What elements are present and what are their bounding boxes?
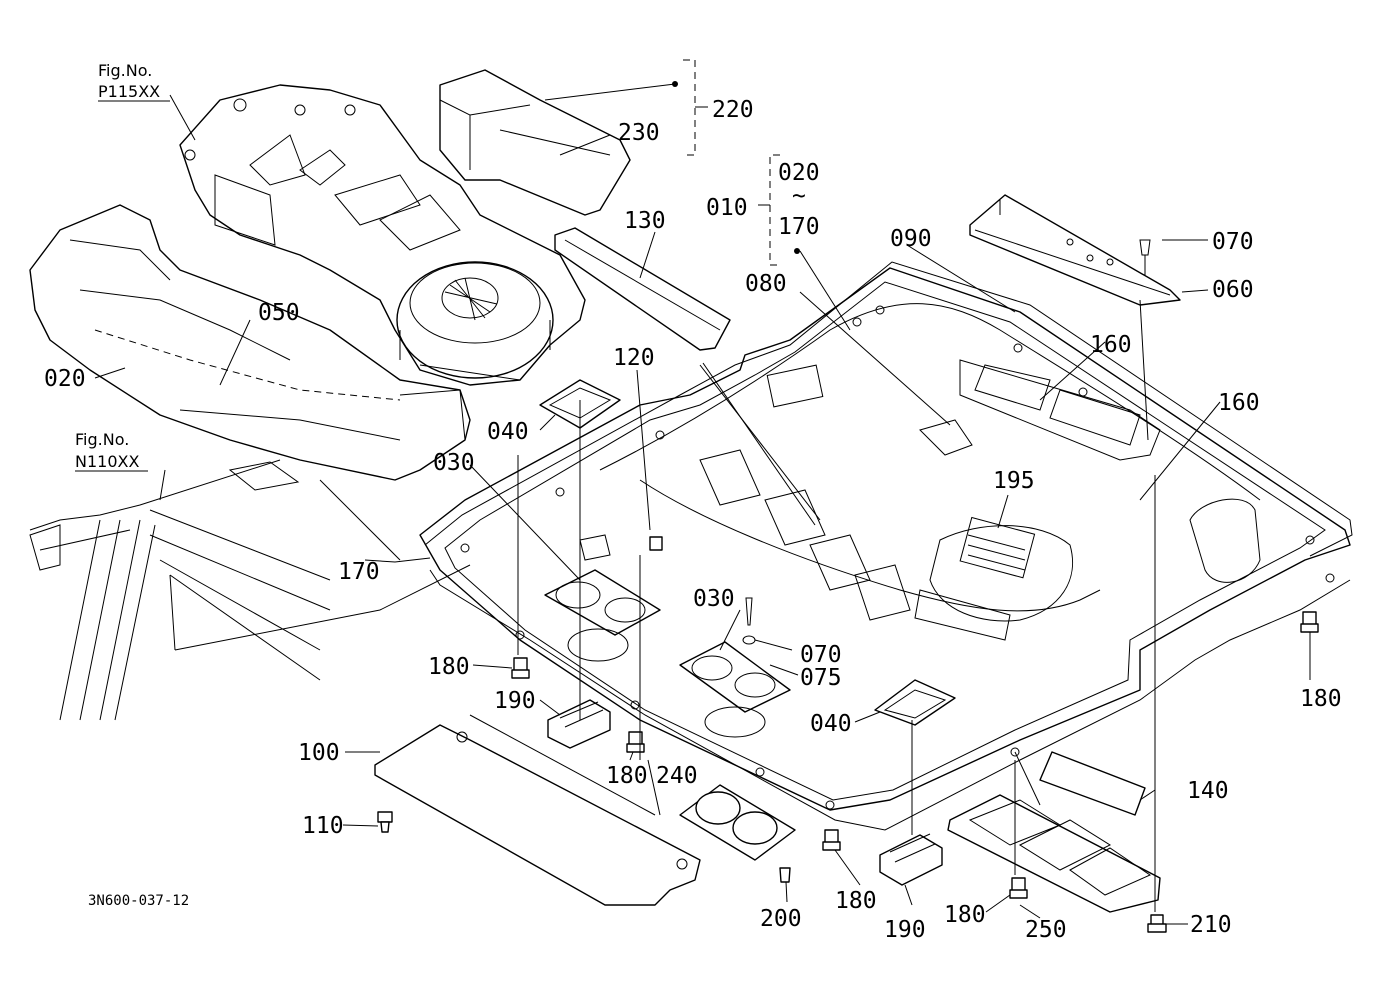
fig-ref-p115xx[interactable]: Fig.No. P115XX <box>98 61 170 102</box>
callout-180-a[interactable]: 180 <box>428 654 470 680</box>
leader-lines <box>94 83 1311 925</box>
group-range-start[interactable]: 020 <box>778 160 820 186</box>
switch-190b-part <box>879 833 943 886</box>
speaker-240-part <box>679 784 796 861</box>
headliner-frame-part <box>424 261 1353 831</box>
callout-180-e[interactable]: 180 <box>1300 686 1342 712</box>
callout-075[interactable]: 075 <box>800 665 842 691</box>
callout-200[interactable]: 200 <box>760 906 802 932</box>
callout-090[interactable]: 090 <box>890 226 932 252</box>
fig-ref-n110xx-title: Fig.No. <box>75 430 129 449</box>
bolt-070-part <box>1139 239 1151 275</box>
duct-230-part <box>439 69 631 216</box>
callout-070-lower[interactable]: 070 <box>800 642 842 668</box>
callouts: 230 130 090 070 060 080 050 020 120 160 … <box>44 120 1342 943</box>
fastener-180e-part <box>1300 611 1319 633</box>
screw-110-part <box>377 811 393 833</box>
sun-visor-100-part <box>374 724 701 906</box>
fastener-180b-part <box>626 731 645 753</box>
callout-210[interactable]: 210 <box>1190 912 1232 938</box>
drawing-code: 3N600-037-12 <box>88 893 189 909</box>
callout-120[interactable]: 120 <box>613 345 655 371</box>
duct-130-part <box>554 227 731 351</box>
screw-200-part <box>779 867 791 883</box>
switch-190a-part <box>547 699 611 749</box>
fig-ref-n110xx-number: N110XX <box>75 452 139 471</box>
screw-210-part <box>1147 914 1167 933</box>
callout-195[interactable]: 195 <box>993 468 1035 494</box>
callout-160-lower[interactable]: 160 <box>1218 390 1260 416</box>
callout-030-upper[interactable]: 030 <box>433 450 475 476</box>
callout-050[interactable]: 050 <box>258 300 300 326</box>
callout-040-upper[interactable]: 040 <box>487 419 529 445</box>
pad-030b-part <box>679 641 791 738</box>
headliner-part <box>419 267 1351 811</box>
nut-120-part <box>649 536 663 551</box>
callout-140[interactable]: 140 <box>1187 778 1229 804</box>
callout-100[interactable]: 100 <box>298 740 340 766</box>
callout-180-b[interactable]: 180 <box>606 763 648 789</box>
bracket-010 <box>758 154 800 266</box>
callout-160-upper[interactable]: 160 <box>1090 332 1132 358</box>
fig-ref-p115xx-title: Fig.No. <box>98 61 152 80</box>
panel-060-part <box>969 194 1181 306</box>
group-label-010[interactable]: 010 <box>706 195 748 221</box>
callout-020[interactable]: 020 <box>44 366 86 392</box>
bracket-220 <box>672 59 708 156</box>
callout-030-lower[interactable]: 030 <box>693 586 735 612</box>
duct-050-part <box>29 204 471 481</box>
callout-080[interactable]: 080 <box>745 271 787 297</box>
callout-040-lower[interactable]: 040 <box>810 711 852 737</box>
callout-110[interactable]: 110 <box>302 813 344 839</box>
hvac-unit-part <box>179 84 586 386</box>
panel-250-part <box>947 794 1161 913</box>
group-range-end[interactable]: 170 <box>778 214 820 240</box>
group-range-separator: ~ <box>792 183 806 209</box>
callout-180-c[interactable]: 180 <box>835 888 877 914</box>
callout-180-d[interactable]: 180 <box>944 902 986 928</box>
seal-040b-part <box>874 679 956 726</box>
callout-250[interactable]: 250 <box>1025 917 1067 943</box>
callout-230[interactable]: 230 <box>618 120 660 146</box>
callout-190-lower[interactable]: 190 <box>884 917 926 943</box>
callout-070-upper[interactable]: 070 <box>1212 229 1254 255</box>
lamp-195-part <box>919 419 973 456</box>
callout-170[interactable]: 170 <box>338 559 380 585</box>
callout-060[interactable]: 060 <box>1212 277 1254 303</box>
cab-frame-part <box>29 459 331 721</box>
callout-190-upper[interactable]: 190 <box>494 688 536 714</box>
fig-ref-p115xx-number: P115XX <box>98 82 160 101</box>
lid-140-part <box>1039 751 1146 816</box>
fig-ref-n110xx[interactable]: Fig.No. N110XX <box>75 430 148 472</box>
fastener-180a-part <box>511 657 530 679</box>
fastener-180d-part <box>1009 877 1028 899</box>
callout-130[interactable]: 130 <box>624 208 666 234</box>
group-label-220[interactable]: 220 <box>712 97 754 123</box>
fastener-180c-part <box>822 829 841 851</box>
callout-240[interactable]: 240 <box>656 763 698 789</box>
